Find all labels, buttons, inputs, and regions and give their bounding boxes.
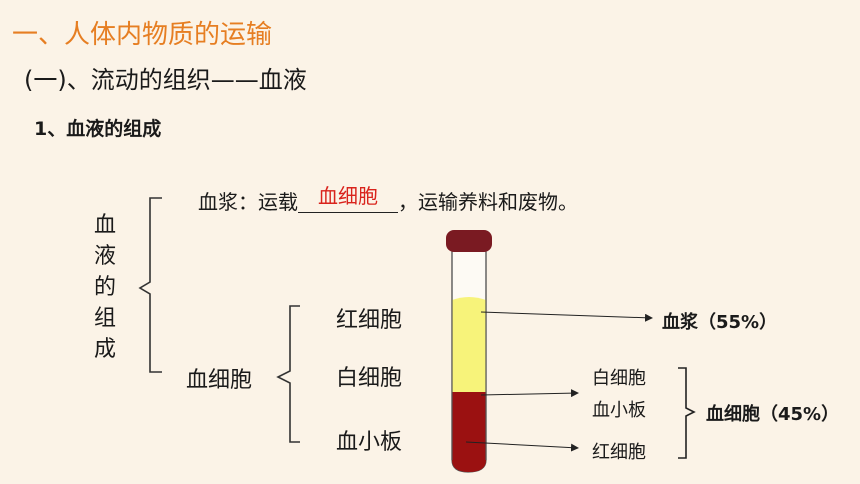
plasma-layer: [452, 297, 486, 392]
rbc-layer: [452, 392, 486, 472]
platelet-label: 血小板: [336, 430, 403, 455]
tube-platelet-label: 血小板: [592, 400, 646, 421]
plasma-prefix: 血浆：运载: [198, 190, 298, 214]
root-char: 成: [93, 337, 116, 362]
page-title: 一、人体内物质的运输: [12, 20, 273, 50]
section-heading: 1、血液的组成: [34, 118, 162, 140]
rbc-label: 红细胞: [336, 308, 403, 333]
blank-answer: 血细胞: [318, 184, 378, 208]
cells-percent-label: 血细胞（45%）: [706, 404, 840, 425]
plasma-arrow: [480, 311, 653, 322]
outer-brace: [138, 197, 162, 373]
blood-composition-label: 血 液 的 组 成: [90, 210, 120, 365]
wbc-label: 白细胞: [336, 366, 403, 391]
root-char: 血: [93, 213, 116, 238]
inner-brace: [276, 305, 300, 443]
right-bracket: [678, 367, 696, 459]
test-tube: [446, 230, 492, 473]
plasma-definition: 血浆：运载血细胞 ，运输养料和废物。: [198, 186, 578, 215]
page-subtitle: (一)、流动的组织——血液: [24, 66, 307, 94]
rbc-arrow: [465, 441, 579, 452]
fill-blank: 血细胞: [298, 186, 398, 213]
tube-cap: [446, 230, 492, 252]
blood-cells-label: 血细胞: [186, 368, 253, 393]
tube-wbc-label: 白细胞: [592, 368, 646, 389]
root-char: 液: [93, 244, 116, 269]
root-char: 的: [93, 275, 116, 300]
root-char: 组: [93, 306, 116, 331]
plasma-suffix: ，运输养料和废物。: [398, 190, 578, 214]
buffy-arrow: [480, 389, 579, 398]
plasma-percent-label: 血浆（55%）: [662, 312, 778, 333]
tube-rbc-label: 红细胞: [592, 442, 646, 463]
